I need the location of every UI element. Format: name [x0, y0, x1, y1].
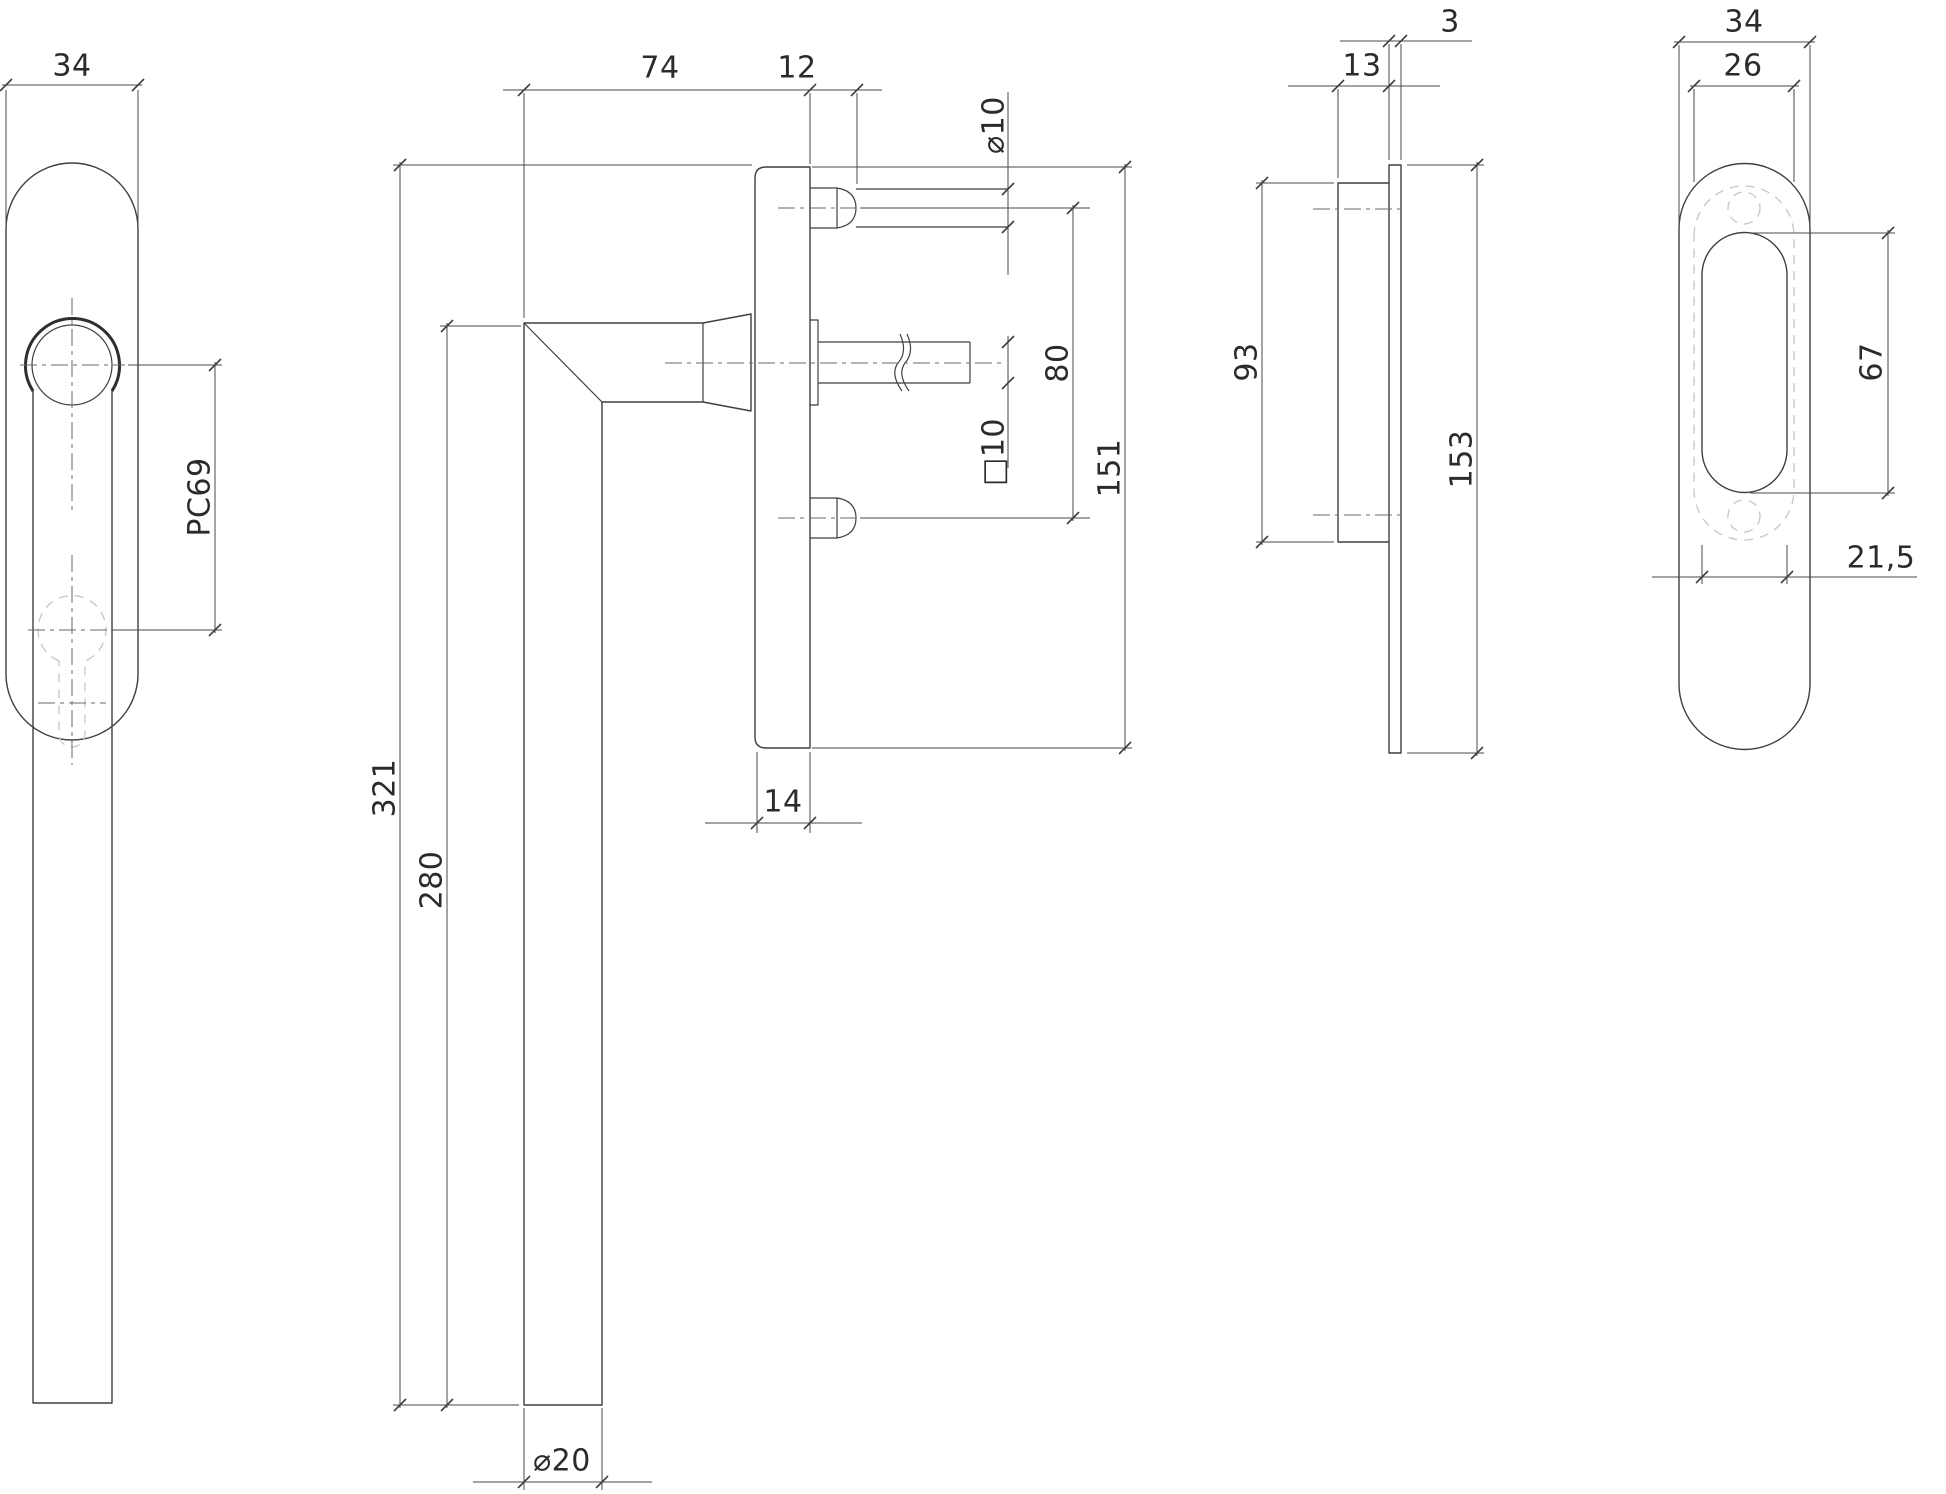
dim-lines — [812, 164, 1132, 751]
dim-label-14: 14 — [763, 785, 802, 820]
dim-plate-height-153: 153 — [1407, 158, 1484, 760]
dim-lines — [1750, 230, 1895, 496]
dim-plate-width-34b: 34 — [1672, 5, 1817, 225]
dim-lines — [1256, 180, 1334, 545]
handle-boss-outer-arc — [24, 317, 121, 392]
dim-lines — [1674, 41, 1815, 225]
dim-opening-width-21-5: 21,5 — [1652, 541, 1917, 584]
centerlines-view1 — [20, 298, 125, 765]
dim-plate-depth-14: 14 — [705, 752, 862, 833]
dim-label-12: 12 — [777, 51, 816, 86]
dim-recess-width-26: 26 — [1687, 49, 1801, 182]
dim-lines — [705, 752, 862, 833]
plate-edge-outline — [754, 166, 811, 749]
dim-lines — [1407, 162, 1484, 756]
plate-strip — [1388, 164, 1402, 754]
dim-spindle-square: □10 — [977, 335, 1015, 486]
dim-label-151: 151 — [1093, 439, 1128, 498]
grip-front — [32, 390, 113, 1404]
view-front-handle-plate: 34 PC69 — [0, 49, 222, 1404]
dim-opening-height-67: 67 — [1750, 226, 1895, 500]
dim-total-height-321: 321 — [368, 158, 752, 1412]
dim-label-321: 321 — [368, 759, 403, 818]
dim-pc69: PC69 — [112, 358, 222, 637]
handle-side-outline — [523, 313, 752, 1406]
dim-lines — [860, 205, 1090, 521]
dim-label-80: 80 — [1041, 343, 1076, 382]
dim-label-67: 67 — [1855, 342, 1890, 381]
dim-label-34b: 34 — [1724, 5, 1763, 40]
dim-lines — [393, 162, 752, 1408]
bottom-screw-hole-hidden — [1727, 499, 1761, 533]
bottom-screw — [810, 497, 857, 539]
centerlines-view2 — [665, 207, 1005, 519]
dim-lines — [112, 362, 222, 633]
dim-label-pc69: PC69 — [183, 457, 218, 536]
dim-74-12: 74 12 — [503, 51, 882, 318]
dim-label-153: 153 — [1445, 430, 1480, 489]
dim-screw-spacing-80: 80 — [860, 201, 1090, 525]
screw-centerlines-view3 — [1313, 208, 1406, 516]
mechanism-housing — [1337, 182, 1390, 543]
dim-label-plate-width: 34 — [52, 49, 91, 84]
dim-grip-length-280: 280 — [415, 319, 521, 1412]
dim-thickness-3: 3 — [1340, 5, 1472, 160]
dim-lines — [2, 84, 142, 226]
backplate-outline — [5, 162, 139, 741]
dim-plate-width-34: 34 — [0, 49, 145, 226]
dim-lines — [1288, 85, 1440, 178]
dim-label-sq10: □10 — [977, 418, 1012, 486]
top-screw-hole-hidden — [1727, 191, 1761, 225]
spindle-collar — [810, 319, 819, 406]
dim-lines — [1690, 85, 1799, 182]
dim-label-280: 280 — [415, 851, 450, 910]
euro-cylinder-hidden-profile — [37, 595, 107, 748]
view-counter-plate: 34 26 67 21,5 — [1652, 5, 1917, 751]
handle-opening-oval — [1701, 231, 1788, 494]
dim-lines — [440, 323, 521, 1408]
dim-label-dia20: ⌀20 — [533, 1444, 591, 1479]
dim-label-21-5: 21,5 — [1847, 541, 1916, 576]
dim-lines — [473, 1408, 652, 1490]
view-plate-profile: 3 13 93 153 — [1230, 5, 1484, 760]
dim-housing-depth-13: 13 — [1288, 49, 1440, 178]
recess-hidden-contour — [1693, 185, 1795, 541]
dim-label-93: 93 — [1230, 342, 1265, 381]
dim-plate-height-151: 151 — [812, 160, 1132, 755]
dim-housing-height-93: 93 — [1230, 176, 1334, 549]
dim-label-3: 3 — [1440, 5, 1460, 40]
view-side-handle: 74 12 ⌀10 80 □10 151 — [368, 51, 1132, 1490]
dim-label-13: 13 — [1342, 49, 1381, 84]
dim-lines — [1340, 40, 1472, 160]
dim-lines — [503, 89, 882, 318]
counter-plate-outline — [1678, 162, 1811, 751]
dim-screw-diameter: ⌀10 — [977, 92, 1015, 275]
dim-grip-diameter-20: ⌀20 — [473, 1408, 652, 1490]
dim-label-26: 26 — [1723, 49, 1762, 84]
dim-label-dia10: ⌀10 — [977, 96, 1012, 154]
dim-label-74: 74 — [640, 51, 679, 86]
